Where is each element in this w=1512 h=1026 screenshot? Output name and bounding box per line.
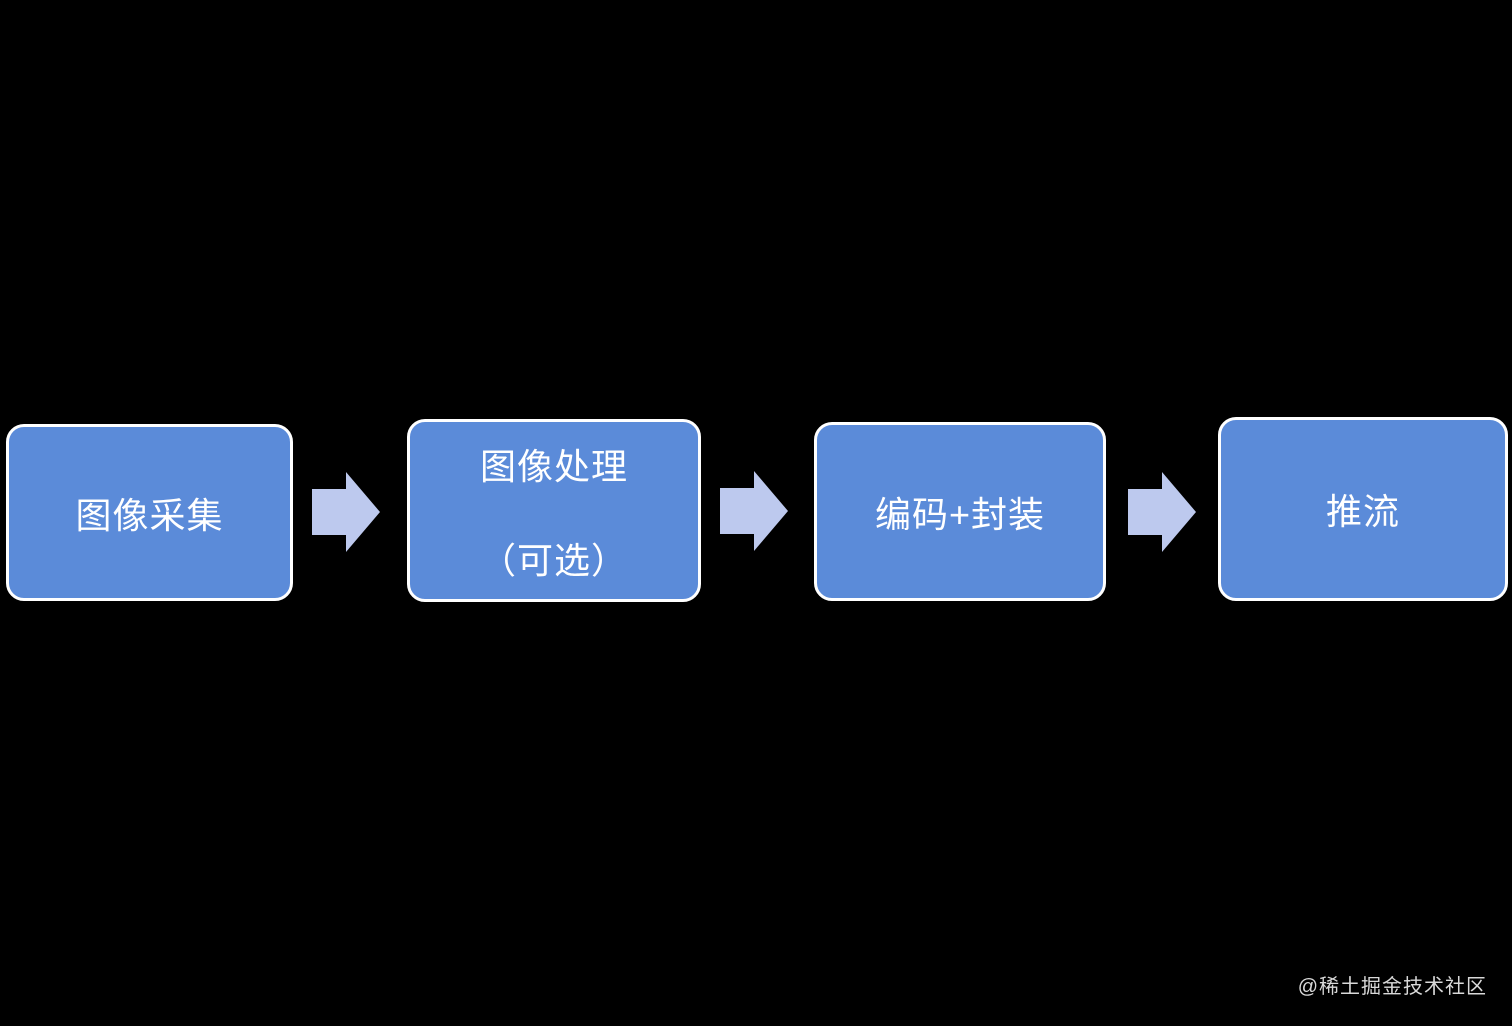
flow-step-process-label-line1: 图像处理	[479, 445, 628, 487]
flow-step-process: 图像处理 （可选）	[407, 419, 701, 602]
right-block-arrow-icon	[720, 471, 788, 551]
flow-step-encode: 编码+封装	[814, 422, 1106, 601]
flow-step-process-label-line2: （可选）	[479, 539, 628, 581]
flow-step-capture: 图像采集	[6, 424, 293, 601]
right-block-arrow-icon	[1128, 472, 1196, 552]
right-block-arrow-icon	[312, 472, 380, 552]
flow-step-encode-label: 编码+封装	[874, 493, 1046, 535]
flow-step-push-label: 推流	[1325, 491, 1400, 532]
watermark: @稀土掘金技术社区	[1297, 976, 1487, 998]
flow-step-push: 推流	[1218, 417, 1508, 601]
flow-step-capture-label: 图像采集	[75, 494, 224, 536]
